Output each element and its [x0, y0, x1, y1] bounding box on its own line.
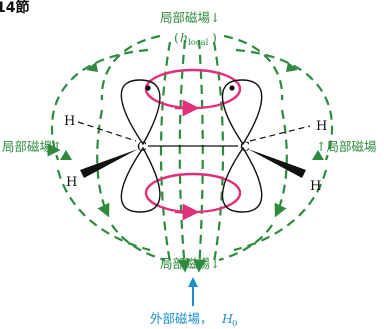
hydrogen-right-lower: H [310, 179, 321, 194]
svg-text:0: 0 [232, 319, 237, 329]
label-local-field-bottom: 局部磁場↓ [160, 256, 220, 271]
label-external-field: 外部磁場， H 0 [150, 311, 237, 329]
hashed-bond-right [249, 125, 311, 142]
label-local-field-top: 局部磁場↓ [160, 10, 220, 25]
hydrogen-left-upper: H [64, 114, 75, 129]
hydrogen-right-upper: H [316, 119, 327, 134]
svg-text:local: local [188, 38, 209, 48]
svg-text:H: H [221, 311, 234, 326]
svg-text:): ) [212, 30, 217, 45]
svg-text:h: h [180, 30, 188, 45]
p-orbitals [120, 79, 263, 213]
wedge-bond-right [248, 149, 306, 178]
label-local-field-right: ↑局部磁場 [316, 139, 376, 154]
electron-dot-right [229, 85, 235, 91]
svg-text:(: ( [174, 30, 179, 45]
outer-loop-arrows [60, 62, 324, 160]
section-heading: 14節 [0, 0, 29, 16]
wedge-bond-left [80, 149, 138, 178]
hashed-bond-left [77, 121, 137, 142]
carbon-left: C [137, 140, 147, 155]
hydrogen-left-lower: H [66, 175, 77, 190]
electron-dot-left [145, 85, 151, 91]
label-local-field-left: 局部磁場↑ [2, 139, 62, 154]
bonds [77, 121, 311, 178]
ring-current-bottom [144, 172, 242, 221]
induced-field-lines [47, 34, 334, 273]
up-arrow-icon [188, 277, 198, 306]
label-h-local: ( h local ) [174, 30, 217, 48]
svg-text:外部磁場，: 外部磁場， [150, 311, 213, 326]
carbon-right: C [240, 140, 250, 155]
